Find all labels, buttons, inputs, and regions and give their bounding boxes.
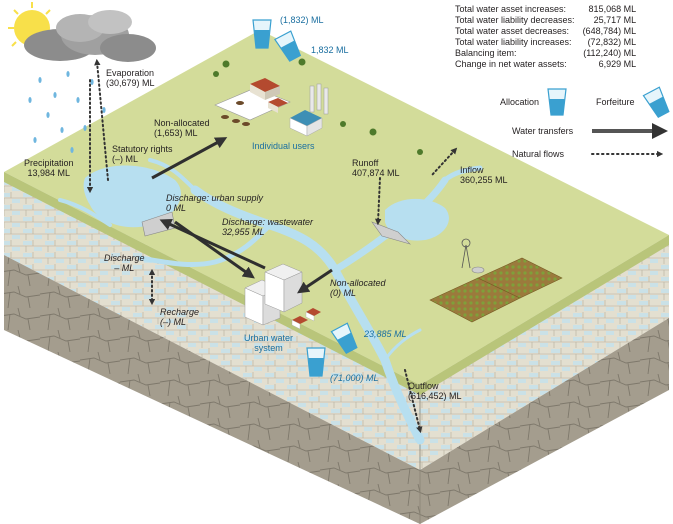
- rock-layer-right: [420, 318, 669, 524]
- summary-label: Total water asset increases:: [455, 4, 567, 14]
- summary-row: Total water liability increases: (72,832)…: [455, 37, 636, 48]
- alloc-top-value: (1,832) ML: [280, 15, 324, 25]
- recharge-label: Recharge(–) ML: [160, 307, 200, 327]
- dam-right: [371, 221, 412, 245]
- summary-row: Total water asset decreases: (648,784) ML: [455, 26, 636, 37]
- forfeit-top-value: 1,832 ML: [311, 45, 349, 55]
- forfeit-mid-value: 23,885 ML: [364, 329, 407, 339]
- legend-allocation-icon: [547, 88, 567, 116]
- alloc-mid-value: (71,000) ML: [330, 373, 379, 383]
- summary-row: Balancing item: (112,240) ML: [455, 48, 636, 59]
- urban-supply-arrow: [174, 220, 255, 279]
- rock-layer-left: [4, 255, 420, 524]
- legend-forfeiture-label: Forfeiture: [596, 97, 635, 107]
- summary-label: Total water liability decreases:: [455, 15, 575, 25]
- summary-value: (112,240) ML: [583, 48, 637, 58]
- trees: [213, 58, 423, 155]
- soil-layer-left: [4, 172, 420, 470]
- legend-allocation-label: Allocation: [500, 97, 540, 107]
- summary-value: 6,929 ML: [598, 59, 637, 69]
- summary-value: (72,832) ML: [587, 37, 637, 47]
- legend-natural-flows-label: Natural flows: [512, 149, 565, 159]
- natural-flow-arrows: [86, 58, 458, 434]
- forfeiture-cup-top: [274, 30, 302, 62]
- summary-label: Balancing item:: [455, 48, 517, 58]
- rain-drops: [28, 71, 106, 153]
- forfeiture-cup-mid: [330, 322, 358, 354]
- windmill: [461, 238, 471, 269]
- crop-field-2: [477, 257, 563, 299]
- summary-value: 815,068 ML: [588, 4, 637, 14]
- reservoir-right: [385, 198, 449, 241]
- legend-water-transfers-label: Water transfers: [512, 126, 574, 136]
- summary-label: Change in net water assets:: [455, 59, 567, 69]
- summary-value: 25,717 ML: [593, 15, 637, 25]
- rain-cloud-icon: [24, 10, 156, 62]
- soil-layer-right: [420, 235, 669, 470]
- wastewater-arrow: [159, 219, 266, 270]
- summary-label: Total water asset decreases:: [455, 26, 570, 36]
- inflow-arrow: [431, 147, 458, 176]
- cattle: [221, 101, 250, 126]
- summary-label: Total water liability increases:: [455, 37, 572, 47]
- summary-row: Total water asset increases: 815,068 ML: [455, 4, 636, 15]
- river-network: [58, 158, 483, 445]
- non-allocated-top-label: Non-allocated(1,653) ML: [154, 118, 210, 138]
- allocation-cup-top: [252, 19, 272, 49]
- summary-value: (648,784) ML: [582, 26, 637, 36]
- runoff-arrow: [374, 177, 382, 226]
- individual-users-label: Individual users: [252, 141, 315, 151]
- farm-buildings: [250, 78, 288, 113]
- water-transfer-arrows: [151, 137, 333, 294]
- water-tank: [471, 266, 485, 274]
- non-allocated-mid-arrow: [297, 268, 333, 294]
- outflow-arrow: [404, 369, 423, 434]
- factory-building: [289, 83, 329, 137]
- allocation-cup-mid: [306, 347, 326, 377]
- evaporation-arrow: [94, 58, 109, 181]
- statutory-rights-label: Statutory rights(–) ML: [112, 144, 173, 164]
- outflow-label: Outflow(616,452) ML: [408, 381, 462, 401]
- non-allocated-mid-label: Non-allocated(0) ML: [330, 278, 386, 298]
- evaporation-label: Evaporation(30,679) ML: [106, 68, 155, 88]
- discharge-left-label: Discharge– ML: [104, 253, 145, 273]
- legend-forfeiture-icon: [642, 86, 670, 118]
- summary-row: Change in net water assets: 6,929 ML: [455, 59, 636, 70]
- non-allocated-top-arrow: [151, 137, 228, 180]
- summary-row: Total water liability decreases: 25,717 M…: [455, 15, 636, 26]
